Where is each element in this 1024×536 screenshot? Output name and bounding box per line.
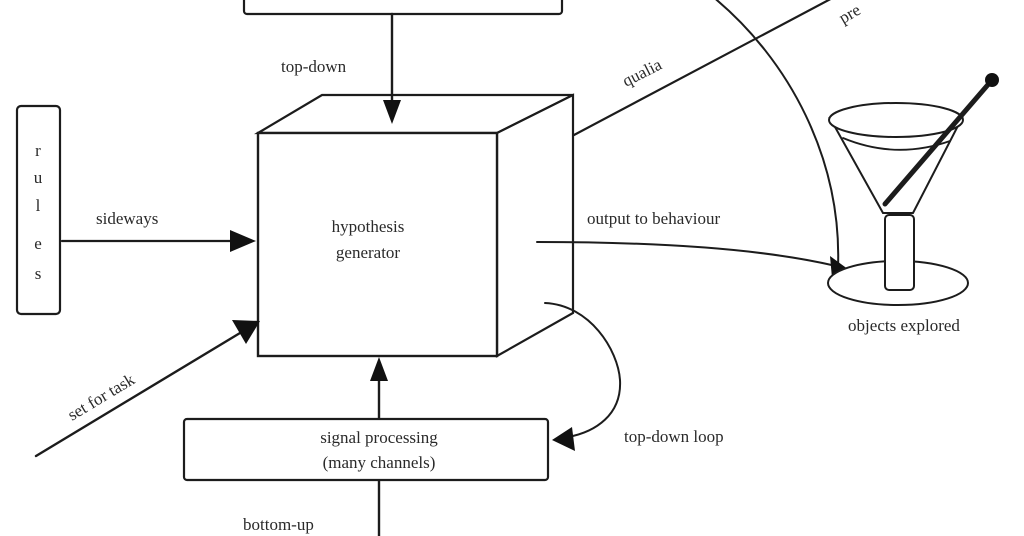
hypothesis-label-line2: generator bbox=[336, 243, 401, 262]
sideways-arrowhead bbox=[230, 230, 256, 252]
cocktail-stick-ball bbox=[985, 73, 999, 87]
output-to-behaviour-line bbox=[536, 241, 837, 267]
top-down-label: top-down bbox=[281, 57, 347, 76]
qualia-line bbox=[572, 0, 832, 137]
signal-processing-line2: (many channels) bbox=[323, 453, 436, 472]
top-down-loop-curve bbox=[544, 302, 622, 438]
rules-letter-u: u bbox=[34, 168, 43, 187]
rules-letter-s: s bbox=[35, 264, 42, 283]
rules-box bbox=[15, 104, 62, 316]
hypothesis-label-line1: hypothesis bbox=[332, 217, 405, 236]
qualia-label: qualia bbox=[619, 55, 665, 91]
hypothesis-generator-cube bbox=[253, 93, 575, 358]
objects-explored-label: objects explored bbox=[848, 316, 960, 335]
top-box bbox=[242, 0, 564, 16]
glass-rim bbox=[828, 102, 964, 138]
set-for-task-arrowhead bbox=[232, 320, 260, 344]
output-to-behaviour-label: output to behaviour bbox=[587, 209, 720, 228]
set-for-task-arrow-line bbox=[34, 331, 242, 458]
signal-to-hypothesis-arrowhead bbox=[370, 357, 388, 381]
present-label: pre bbox=[836, 0, 864, 27]
cube-front-face bbox=[256, 131, 499, 358]
bottom-up-label: bottom-up bbox=[243, 515, 314, 534]
cocktail-stick bbox=[882, 77, 995, 207]
cube-side-face bbox=[495, 93, 575, 358]
rules-letter-l: l bbox=[36, 196, 41, 215]
feedback-curve bbox=[715, 0, 840, 269]
rules-letter-e: e bbox=[34, 234, 42, 253]
glass-stem bbox=[884, 214, 915, 291]
signal-processing-line1: signal processing bbox=[320, 428, 438, 447]
top-down-loop-label: top-down loop bbox=[624, 427, 724, 446]
sideways-label: sideways bbox=[96, 209, 158, 228]
rules-letter-r: r bbox=[35, 141, 41, 160]
signal-processing-box bbox=[182, 417, 550, 482]
martini-glass-icon bbox=[827, 73, 999, 306]
top-down-loop-arrowhead bbox=[552, 427, 575, 451]
